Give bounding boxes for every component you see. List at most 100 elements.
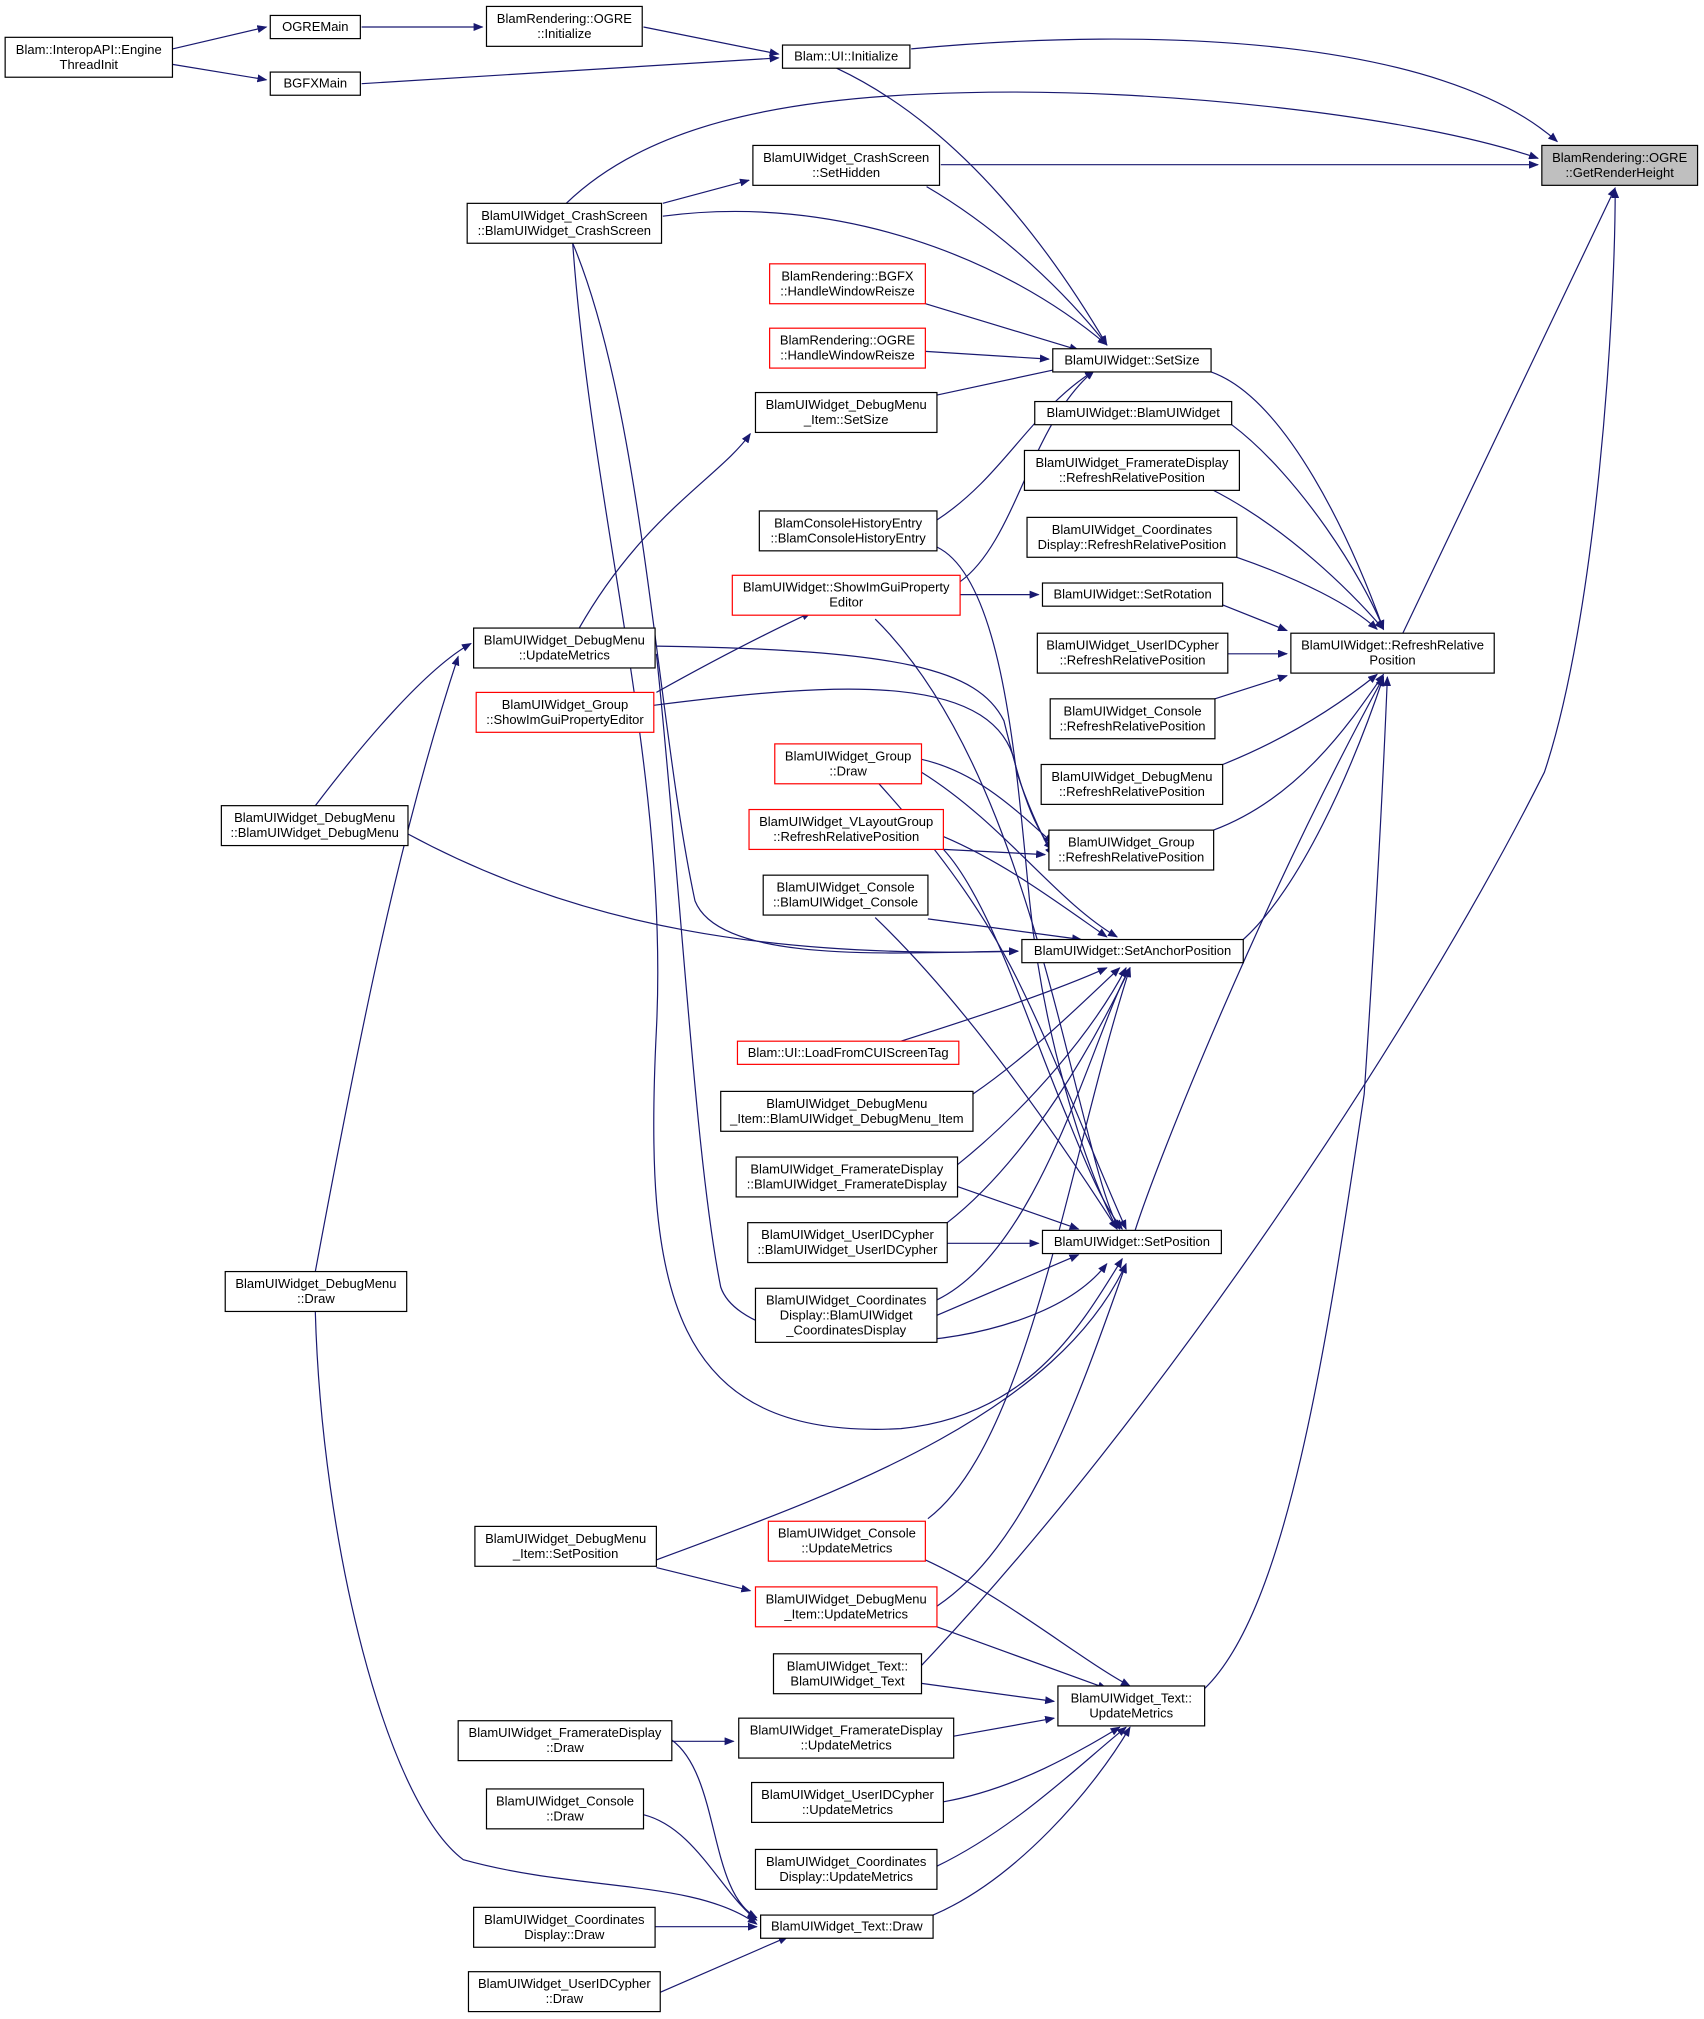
node-box [754,1586,938,1628]
graph-node-n40[interactable]: BlamUIWidget_DebugMenu_Item::UpdateMetri… [754,1586,938,1628]
node-label: ::RefreshRelativePosition [1059,470,1205,485]
graph-node-n9[interactable]: BlamRendering::BGFX::HandleWindowReisze [769,263,926,305]
edge-n10-n11 [925,350,1050,363]
edge-n19-n6 [1402,186,1616,634]
edge-n41-n42 [921,1682,1056,1705]
graph-node-n50[interactable]: BlamUIWidget_UserIDCypher::Draw [467,1971,661,2013]
node-label: BlamUIWidget::RefreshRelative [1301,638,1484,653]
graph-node-n17[interactable]: BlamUIWidget::ShowImGuiPropertyEditor [731,574,961,616]
graph-node-n29[interactable]: BlamUIWidget_Console::BlamUIWidget_Conso… [762,874,929,916]
graph-node-n10[interactable]: BlamRendering::OGRE::HandleWindowReisze [769,327,926,369]
graph-node-n44[interactable]: BlamUIWidget_FramerateDisplay::UpdateMet… [738,1717,955,1759]
node-label: BlamUIWidget_DebugMenu [484,633,645,648]
node-box [1041,1229,1222,1255]
graph-node-n19[interactable]: BlamUIWidget::RefreshRelativePosition [1290,632,1495,674]
graph-node-n3[interactable]: BGFXMain [269,71,361,96]
edge-n29-n30 [927,918,1083,943]
graph-node-n21[interactable]: BlamUIWidget_UserIDCypher::RefreshRelati… [1036,632,1229,674]
graph-node-n26[interactable]: BlamUIWidget_DebugMenu::BlamUIWidget_Deb… [220,805,409,847]
node-label: BlamUIWidget_DebugMenu [485,1531,646,1546]
node-box [769,327,926,369]
graph-node-n43[interactable]: BlamUIWidget_FramerateDisplay::Draw [457,1720,673,1762]
graph-node-n22[interactable]: BlamUIWidget_Group::ShowImGuiPropertyEdi… [475,691,655,733]
edge-n33-n35 [957,1186,1080,1230]
node-box [720,1090,974,1132]
graph-node-n34[interactable]: BlamUIWidget_UserIDCypher::BlamUIWidget_… [747,1222,948,1264]
graph-node-n36[interactable]: BlamUIWidget_DebugMenu::Draw [224,1270,408,1313]
graph-node-n2[interactable]: OGREMain [269,14,361,40]
edge-n39-n40 [656,1567,752,1593]
graph-node-n14[interactable]: BlamUIWidget_FramerateDisplay::RefreshRe… [1023,449,1240,491]
edge-n31-n30 [900,967,1108,1042]
node-box [1541,144,1699,186]
node-label: BGFXMain [284,76,348,91]
node-label: ::GetRenderHeight [1565,165,1674,180]
graph-node-n23[interactable]: BlamUIWidget_Console::RefreshRelativePos… [1049,698,1216,740]
node-label: ::Draw [546,1991,584,2006]
node-label: BlamUIWidget_VLayoutGroup [759,814,933,829]
node-label: Position [1369,653,1415,668]
graph-node-n32[interactable]: BlamUIWidget_DebugMenu_Item::BlamUIWidge… [720,1090,974,1132]
graph-node-n46[interactable]: BlamUIWidget_UserIDCypher::UpdateMetrics [751,1781,944,1824]
graph-node-n13[interactable]: BlamUIWidget::BlamUIWidget [1034,400,1233,426]
graph-node-n30[interactable]: BlamUIWidget::SetAnchorPosition [1021,938,1244,964]
graph-node-n27[interactable]: BlamUIWidget_VLayoutGroup::RefreshRelati… [748,808,944,851]
graph-node-n37[interactable]: BlamUIWidget_CoordinatesDisplay::BlamUIW… [754,1287,938,1343]
graph-node-n20[interactable]: BlamUIWidget_DebugMenu::UpdateMetrics [473,627,656,669]
edge-n8-n30 [572,242,1019,956]
graph-node-n24[interactable]: BlamUIWidget_Group::Draw [774,743,923,785]
graph-node-n25[interactable]: BlamUIWidget_DebugMenu::RefreshRelativeP… [1040,763,1224,805]
graph-node-n6[interactable]: BlamRendering::OGRE::GetRenderHeight [1541,144,1699,186]
node-box [1048,829,1215,871]
graph-node-n15[interactable]: BlamConsoleHistoryEntry::BlamConsoleHist… [758,510,938,552]
graph-node-n33[interactable]: BlamUIWidget_FramerateDisplay::BlamUIWid… [735,1156,959,1198]
graph-node-n8[interactable]: BlamUIWidget_CrashScreen::BlamUIWidget_C… [466,202,663,244]
graph-node-n48[interactable]: BlamUIWidget_CoordinatesDisplay::Draw [473,1906,656,1948]
node-label: BlamUIWidget_Coordinates [766,1292,927,1307]
graph-node-n28[interactable]: BlamUIWidget_Group::RefreshRelativePosit… [1048,829,1215,871]
graph-node-n42[interactable]: BlamUIWidget_Text::UpdateMetrics [1057,1685,1206,1727]
edge-n22-n28 [653,688,1054,857]
graph-node-n39[interactable]: BlamUIWidget_DebugMenu_Item::SetPosition [474,1525,657,1567]
node-label: ::BlamUIWidget_Console [773,895,918,910]
node-label: BlamUIWidget_Text:: [1071,1690,1192,1705]
graph-node-n18[interactable]: BlamUIWidget::SetRotation [1041,582,1224,607]
edge-n8-n6 [565,91,1539,204]
node-box [774,743,923,785]
graph-node-n11[interactable]: BlamUIWidget::SetSize [1052,348,1212,373]
edge-n26-n30 [407,833,1019,956]
node-label: ::HandleWindowReisze [780,283,914,298]
graph-node-n31[interactable]: Blam::UI::LoadFromCUIScreenTag [736,1040,960,1065]
node-box [224,1270,408,1313]
graph-node-n16[interactable]: BlamUIWidget_CoordinatesDisplay::Refresh… [1026,516,1238,558]
node-label: BlamUIWidget::SetAnchorPosition [1034,943,1231,958]
edge-n8-n11 [662,210,1108,346]
node-label: ::RefreshRelativePosition [1058,850,1204,865]
node-label: BlamUIWidget_Console [778,1526,916,1541]
node-box [1057,1685,1206,1727]
graph-node-n5[interactable]: Blam::UI::Initialize [781,44,911,69]
node-label: ::BlamUIWidget_CrashScreen [478,223,651,238]
node-box [751,1781,944,1824]
node-label: BlamUIWidget_Text::Draw [771,1919,923,1934]
edge-n18-n19 [1222,604,1288,632]
node-label: BlamUIWidget_Console [1064,703,1202,718]
graph-node-n49[interactable]: BlamUIWidget_Text::Draw [760,1914,934,1939]
graph-node-n45[interactable]: BlamUIWidget_Console::Draw [485,1788,645,1830]
edge-n20-n28 [656,645,1054,851]
graph-node-n38[interactable]: BlamUIWidget_Console::UpdateMetrics [767,1520,926,1562]
graph-node-n12[interactable]: BlamUIWidget_DebugMenu_Item::SetSize [754,391,938,434]
node-box [747,1222,948,1264]
node-box [736,1040,960,1065]
graph-node-n7[interactable]: BlamUIWidget_CrashScreen::SetHidden [752,144,941,186]
graph-node-n4[interactable]: BlamRendering::OGRE::Initialize [485,5,643,47]
node-box [1021,938,1244,964]
node-box [738,1717,955,1759]
graph-node-n41[interactable]: BlamUIWidget_Text::BlamUIWidget_Text [772,1653,923,1695]
graph-node-n35[interactable]: BlamUIWidget::SetPosition [1041,1229,1222,1255]
graph-node-n47[interactable]: BlamUIWidget_CoordinatesDisplay::UpdateM… [754,1848,938,1890]
node-label: BlamUIWidget::SetSize [1064,352,1199,367]
node-label: ::Draw [829,763,867,778]
